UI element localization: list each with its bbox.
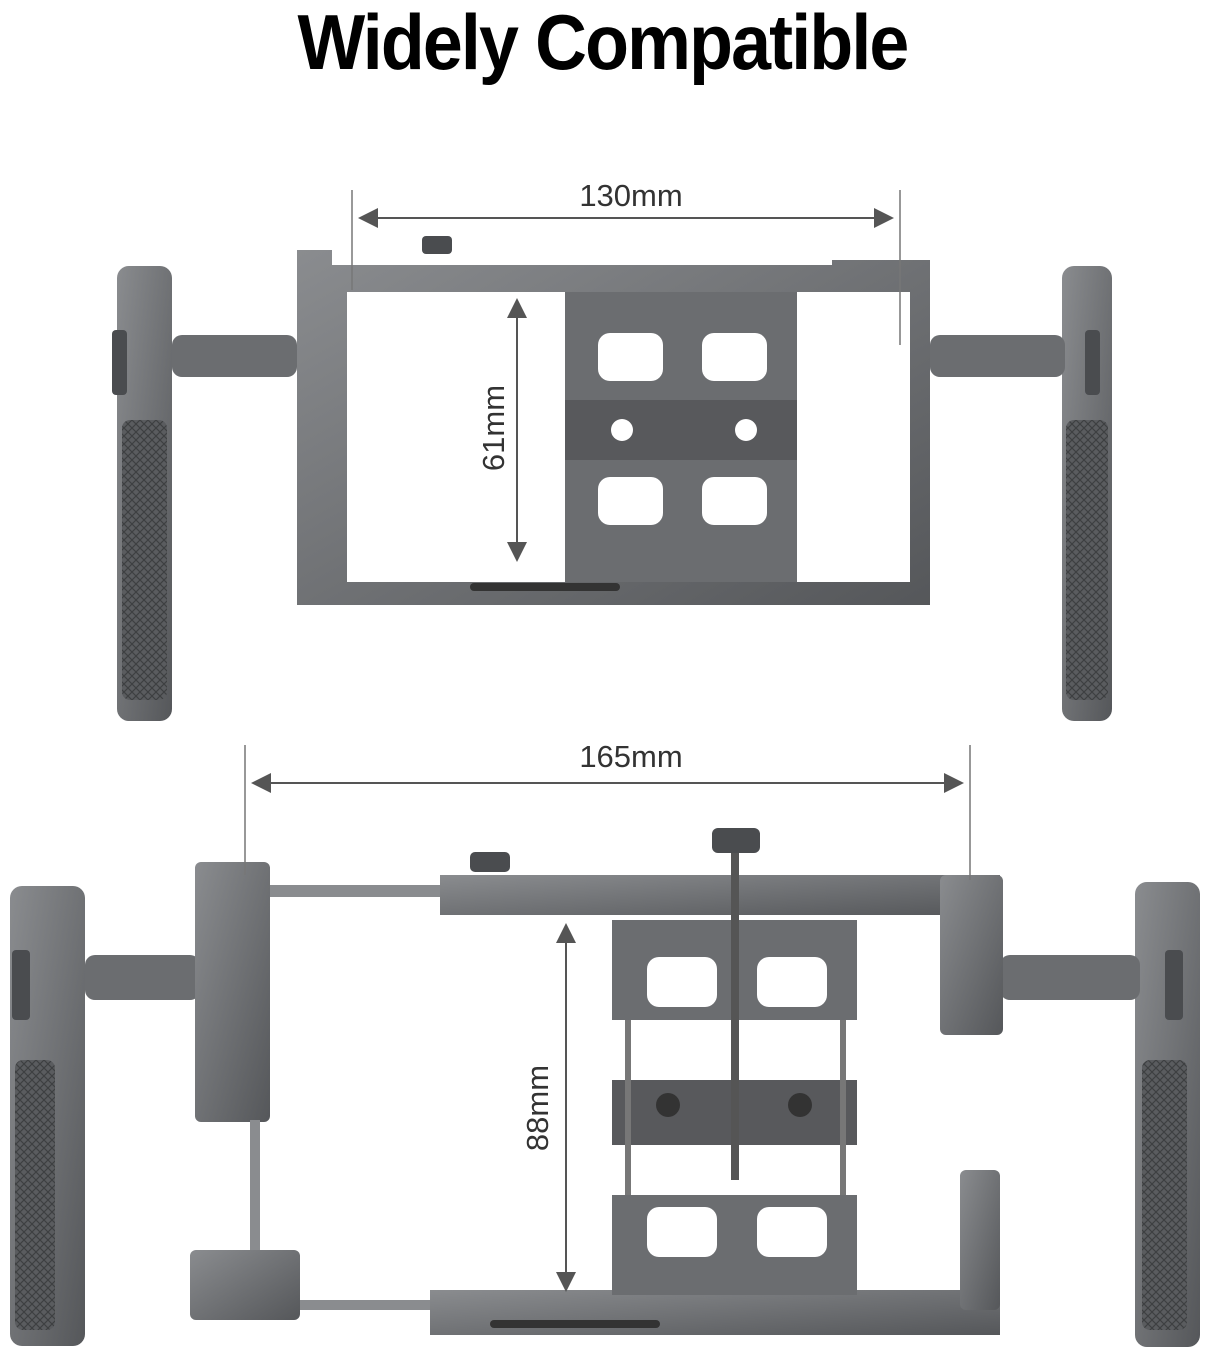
left-handle [112, 266, 297, 721]
top-cage-frame [297, 236, 930, 605]
right-handle [930, 266, 1112, 721]
bottom-cage-frame [190, 828, 1003, 1335]
bottom-width-dimension: 165mm [244, 739, 971, 880]
bottom-height-dimension: 88mm [520, 923, 576, 1292]
top-width-label: 130mm [579, 178, 682, 213]
bottom-width-label: 165mm [579, 739, 682, 774]
top-height-dimension: 61mm [476, 298, 527, 562]
top-height-label: 61mm [476, 385, 511, 471]
bottom-height-label: 88mm [520, 1065, 555, 1151]
top-width-dimension: 130mm [351, 178, 901, 345]
top-rig [112, 236, 1112, 721]
right-handle [1000, 882, 1200, 1347]
bottom-rig [10, 828, 1200, 1347]
page-title: Widely Compatible [297, 0, 909, 86]
left-handle [10, 886, 200, 1346]
